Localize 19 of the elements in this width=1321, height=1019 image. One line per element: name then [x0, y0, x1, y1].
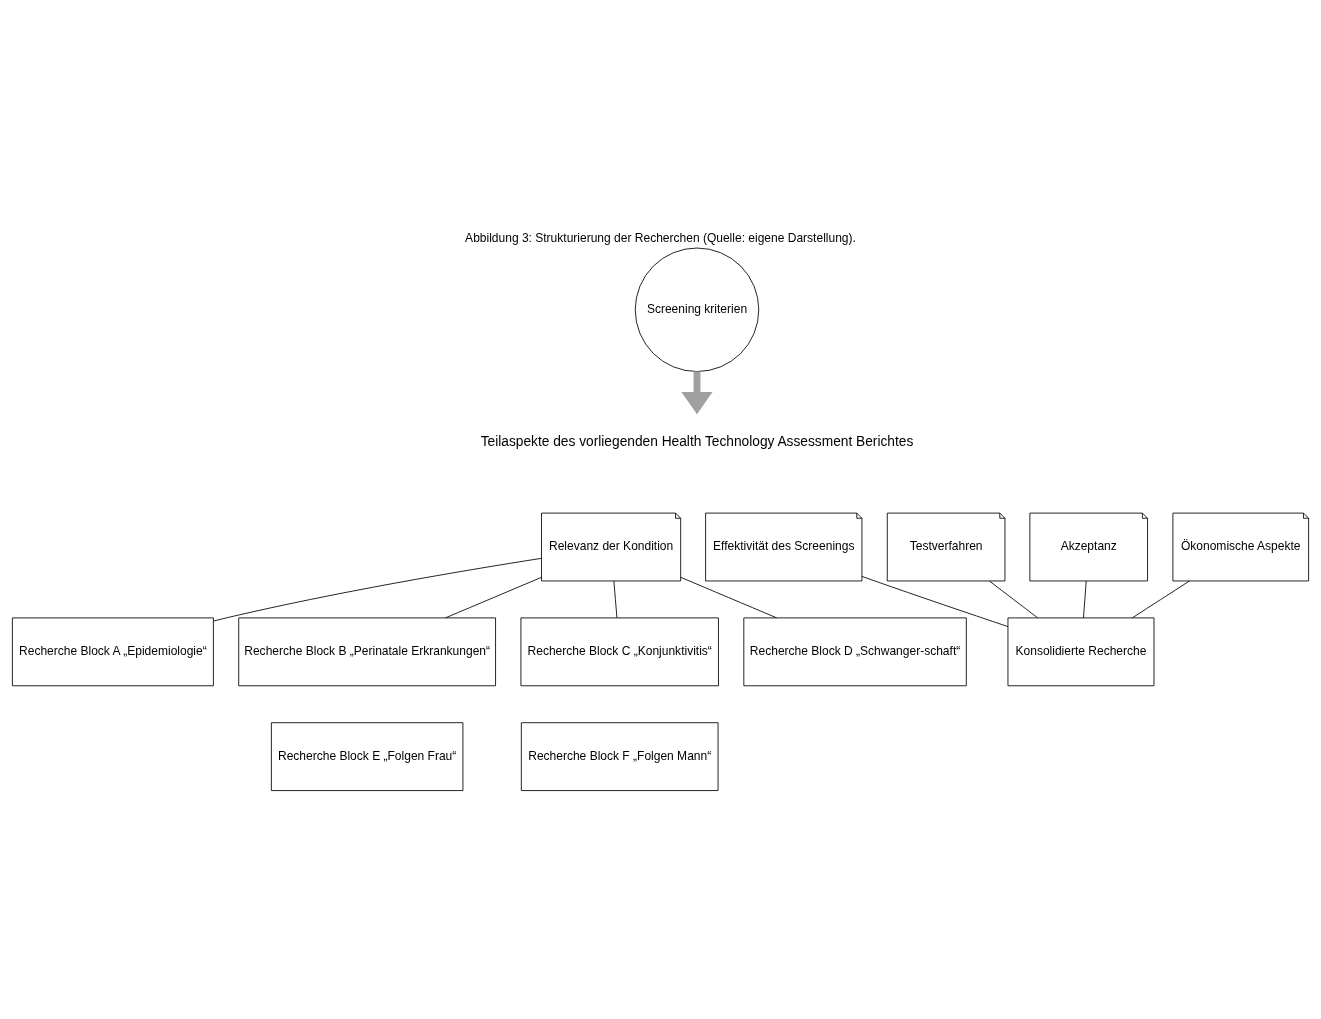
node-text: Teilaspekte des vorliegenden Health Technology Assessment Berichtes [480, 433, 914, 449]
node-box: Recherche Block C „Konjunktivitis“ [520, 617, 719, 687]
connector [680, 576, 777, 619]
connector [1083, 580, 1087, 619]
connector [213, 557, 542, 622]
connector [861, 576, 1009, 627]
node-box: Recherche Block F „Folgen Mann“ [520, 722, 719, 791]
diagram-title: Abbildung 3: Strukturierung der Recherchen (Quelle: eigene Darstellung). [465, 230, 856, 245]
node-box: Recherche Block B „Perinatale Erkrankungen“ [238, 617, 496, 687]
connector [989, 580, 1039, 619]
node-box: Recherche Block A „Epidemiologie“ [11, 617, 214, 687]
connector [1131, 580, 1190, 619]
node-circle: Screening kriterien [634, 247, 760, 372]
node-box: Konsolidierte Recherche [1007, 617, 1155, 687]
node-box: Recherche Block E „Folgen Frau“ [270, 722, 464, 791]
arrow [681, 371, 713, 415]
connector [613, 580, 618, 619]
connector [445, 576, 542, 619]
node-box: Recherche Block D „Schwanger-schaft“ [743, 617, 967, 687]
